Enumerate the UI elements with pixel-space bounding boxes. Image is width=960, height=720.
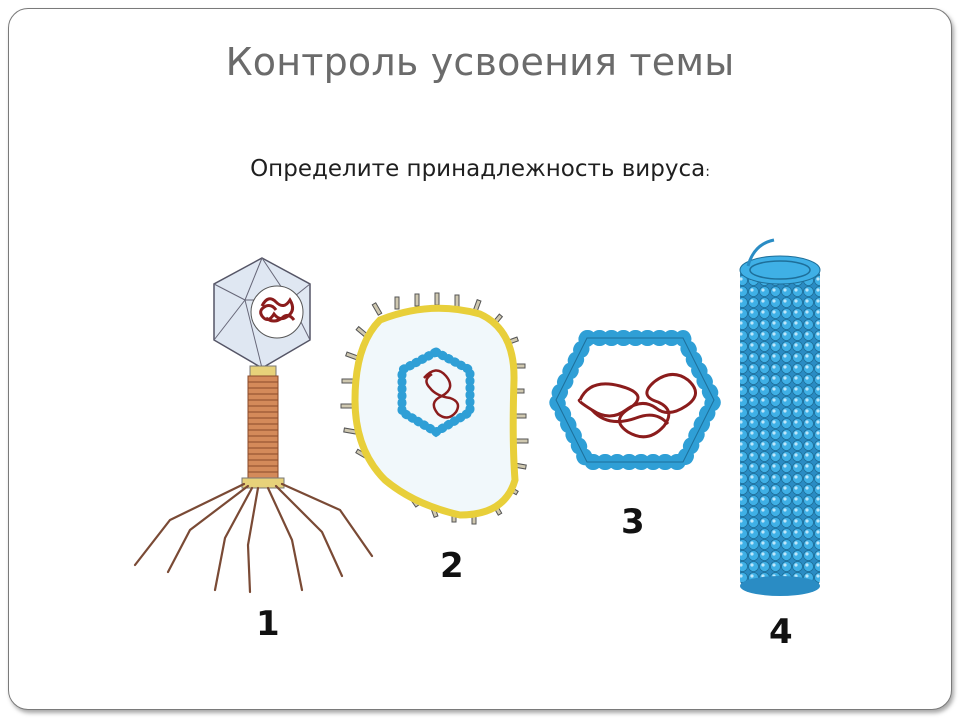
question-text: Определите принадлежность вируса:	[0, 156, 960, 182]
virus-number-1: 1	[256, 604, 280, 644]
question-colon: :	[705, 164, 710, 180]
virus-number-3: 3	[621, 502, 645, 542]
question-label: Определите принадлежность вируса	[250, 156, 706, 182]
virus-number-4: 4	[769, 612, 793, 652]
virus-number-2: 2	[440, 546, 464, 586]
slide-title: Контроль усвоения темы	[225, 40, 735, 84]
